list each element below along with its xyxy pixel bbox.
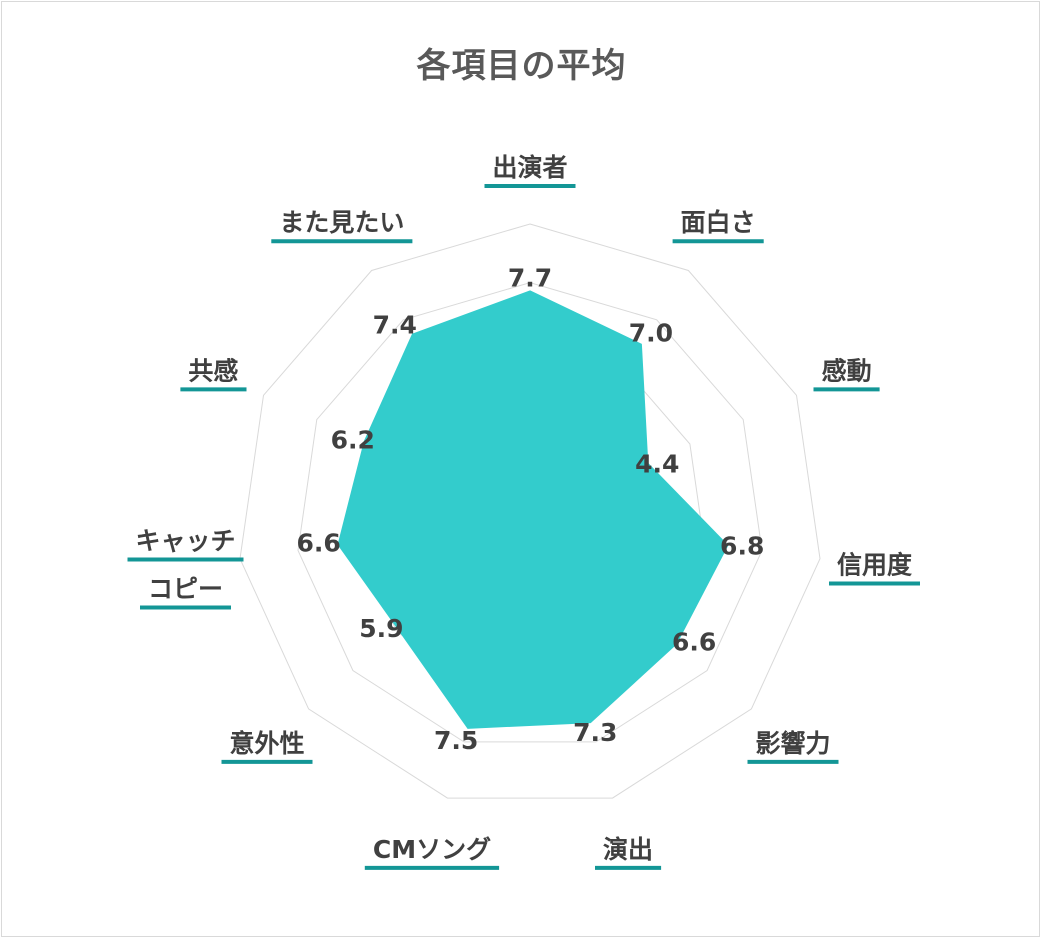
grid-ring (297, 282, 763, 743)
value-label: 6.6 (672, 628, 716, 657)
value-label: 6.8 (720, 531, 764, 560)
value-label: 7.5 (434, 726, 478, 755)
value-label: 7.7 (508, 263, 552, 292)
chart-title: 各項目の平均 (416, 46, 627, 86)
value-label: 7.3 (573, 718, 617, 747)
grid-ring (239, 223, 821, 799)
axis-label: 出演者 (492, 153, 567, 182)
axis-label: キャッチ (135, 527, 235, 556)
axis-label: コピー (148, 575, 223, 604)
value-label: 6.2 (331, 426, 375, 455)
axis-label: 信用度 (837, 551, 912, 580)
axis-label: 演出 (603, 835, 653, 864)
value-label: 7.4 (373, 311, 417, 340)
axis-label: 面白さ (681, 208, 756, 237)
axis-label: 共感 (188, 356, 238, 385)
axis-label: また見たい (279, 208, 404, 237)
axis-label: 影響力 (755, 729, 830, 758)
value-label: 5.9 (359, 614, 403, 643)
axis-label: 意外性 (229, 729, 304, 758)
axis-label: 感動 (822, 356, 872, 385)
value-label: 4.4 (635, 449, 679, 478)
series-area (337, 290, 729, 729)
axis-label: CMソング (373, 835, 491, 864)
value-label: 7.0 (629, 319, 673, 348)
value-label: 6.6 (296, 529, 340, 558)
